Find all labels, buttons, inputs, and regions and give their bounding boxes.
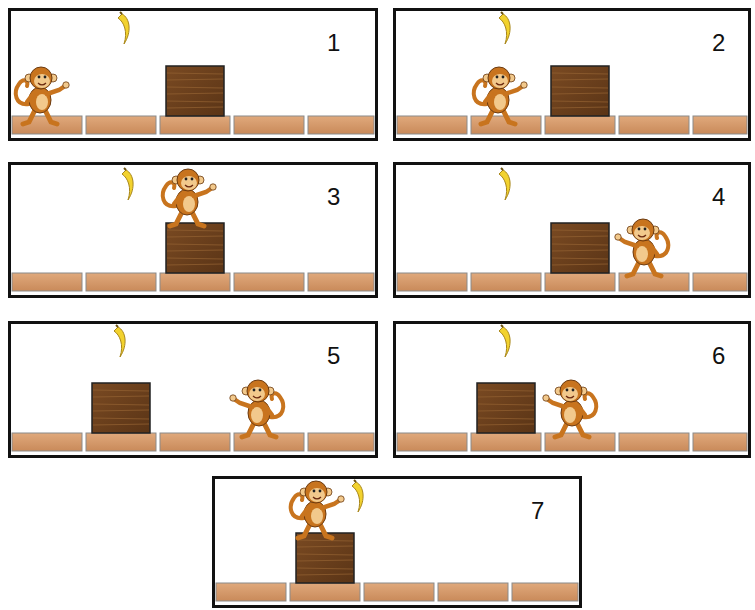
floor-plank	[160, 433, 230, 451]
floor-plank	[693, 273, 747, 291]
floor-plank	[512, 583, 578, 601]
floor-plank	[397, 433, 467, 451]
panel-scene	[397, 325, 747, 451]
floor-plank	[86, 116, 156, 134]
banana-icon	[499, 325, 510, 357]
floor-plank	[86, 273, 156, 291]
floor-plank	[438, 583, 508, 601]
comic-panel: 7	[212, 476, 582, 608]
banana-icon	[114, 325, 125, 357]
comic-panel: 5	[8, 321, 378, 458]
monkey-figure	[16, 67, 69, 124]
panel-number: 7	[531, 499, 544, 523]
comic-panel: 3	[8, 162, 378, 298]
floor-plank	[693, 116, 747, 134]
monkey-figure	[615, 219, 668, 276]
panel-number: 5	[327, 344, 340, 368]
monkey-figure	[543, 380, 596, 437]
comic-panel: 6	[393, 321, 751, 458]
monkey-figure	[291, 481, 344, 538]
wooden-crate	[551, 223, 609, 273]
monkey-figure	[474, 67, 527, 124]
floor-plank	[545, 273, 615, 291]
panel-scene	[12, 325, 374, 451]
panel-scene	[12, 168, 374, 291]
floor-plank	[86, 433, 156, 451]
floor-plank	[364, 583, 434, 601]
floor-plank	[12, 273, 82, 291]
comic-panel: 2	[393, 8, 751, 141]
floor-plank	[234, 273, 304, 291]
wooden-crate	[477, 383, 535, 433]
floor-plank	[234, 116, 304, 134]
panel-scene	[397, 12, 747, 134]
banana-icon	[499, 12, 510, 44]
panel-number: 1	[327, 31, 340, 55]
floor-plank	[397, 273, 467, 291]
panel-number: 3	[327, 185, 340, 209]
floor-plank	[471, 433, 541, 451]
panel-number: 4	[712, 185, 725, 209]
floor-plank	[12, 433, 82, 451]
floor-plank	[471, 273, 541, 291]
comic-panel: 1	[8, 8, 378, 141]
wooden-crate	[92, 383, 150, 433]
floor-plank	[619, 433, 689, 451]
panel-number: 6	[712, 344, 725, 368]
banana-icon	[499, 168, 510, 200]
monkey-figure	[163, 169, 216, 226]
wooden-crate	[296, 533, 354, 583]
comic-panel: 4	[393, 162, 751, 298]
floor-plank	[693, 433, 747, 451]
panel-number: 2	[712, 31, 725, 55]
banana-icon	[352, 480, 363, 512]
floor-plank	[290, 583, 360, 601]
banana-icon	[118, 12, 129, 44]
monkey-figure	[230, 380, 283, 437]
banana-icon	[122, 168, 133, 200]
floor-plank	[160, 116, 230, 134]
floor-plank	[160, 273, 230, 291]
panel-scene	[397, 168, 747, 291]
panel-scene	[216, 480, 578, 601]
floor-plank	[308, 273, 374, 291]
wooden-crate	[166, 223, 224, 273]
floor-plank	[216, 583, 286, 601]
wooden-crate	[551, 66, 609, 116]
floor-plank	[545, 116, 615, 134]
panel-scene	[12, 12, 374, 134]
floor-plank	[308, 116, 374, 134]
floor-plank	[619, 116, 689, 134]
wooden-crate	[166, 66, 224, 116]
floor-plank	[397, 116, 467, 134]
floor-plank	[308, 433, 374, 451]
